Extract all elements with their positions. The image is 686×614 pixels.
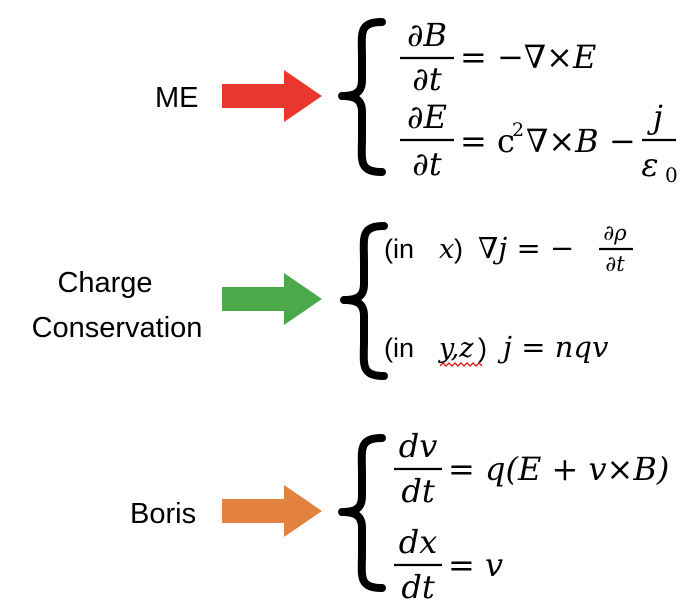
continuity-x-prefix-close: ) (454, 234, 463, 264)
brace-me (338, 18, 386, 176)
label-charge: Charge (57, 267, 152, 299)
row-charge-conservation: Charge Conservation (in x ) ∇j = − ∂ρ ∂t… (32, 221, 633, 380)
ampere-current-denominator: ε (641, 146, 658, 184)
lorentz-denominator: dt (401, 472, 434, 510)
ampere-current-denominator-subscript: 0 (665, 163, 678, 187)
brace-charge-conservation (340, 222, 388, 380)
equation-lorentz-force: dv dt = q(E + v×B) (394, 427, 669, 510)
ampere-rhs-exponent: 2 (512, 119, 524, 141)
label-conservation: Conservation (32, 312, 203, 344)
continuity-x-prefix-var: x (439, 234, 454, 265)
arrow-boris (222, 485, 322, 537)
position-rhs: = v (448, 546, 503, 584)
position-numerator: dx (399, 523, 438, 561)
current-yz-prefix-var: y,z (438, 333, 474, 364)
current-yz-rhs: j = nqv (497, 330, 609, 364)
row-me: ME ∂B ∂t = −∇×E ∂E ∂t = c 2 ∇×B − j ε 0 (155, 16, 678, 187)
equation-current-yz: (in y,z ) j = nqv (384, 330, 609, 367)
label-boris: Boris (130, 498, 196, 530)
equation-continuity-x: (in x ) ∇j = − ∂ρ ∂t (384, 221, 633, 276)
current-yz-prefix-close: ) (478, 333, 487, 363)
equation-faraday: ∂B ∂t = −∇×E (400, 16, 596, 98)
lorentz-rhs: = q(E + v×B) (448, 450, 669, 488)
continuity-x-numerator: ∂ρ (603, 221, 627, 245)
ampere-current-numerator: j (647, 98, 663, 136)
equation-position-update: dx dt = v (394, 523, 503, 606)
ampere-rhs-c: = c (460, 122, 515, 160)
position-denominator: dt (401, 568, 434, 606)
arrow-charge-conservation (222, 273, 322, 325)
ampere-numerator: ∂E (407, 98, 447, 136)
faraday-rhs: = −∇×E (460, 38, 596, 76)
continuity-x-prefix-open: (in (384, 234, 414, 264)
faraday-numerator: ∂B (407, 16, 447, 54)
equation-ampere: ∂E ∂t = c 2 ∇×B − j ε 0 (400, 98, 678, 187)
faraday-denominator: ∂t (412, 60, 442, 98)
ampere-rhs-curl: ∇×B − (526, 122, 636, 160)
row-boris: Boris dv dt = q(E + v×B) dx dt = v (130, 427, 669, 606)
brace-boris (338, 434, 386, 592)
label-me: ME (155, 82, 199, 114)
continuity-x-denominator: ∂t (605, 252, 625, 276)
arrow-me (222, 70, 322, 122)
ampere-denominator: ∂t (412, 145, 442, 183)
current-yz-prefix-open: (in (384, 333, 414, 363)
continuity-x-lhs: ∇j = − (478, 231, 574, 265)
lorentz-numerator: dv (399, 427, 438, 465)
spellcheck-underline (439, 362, 483, 367)
